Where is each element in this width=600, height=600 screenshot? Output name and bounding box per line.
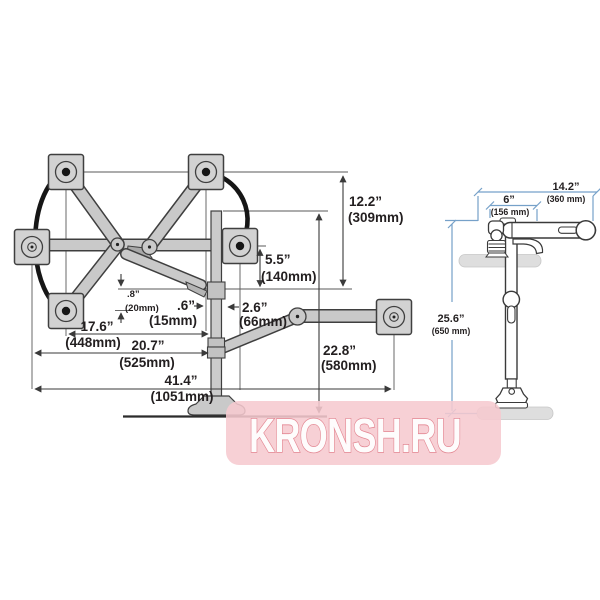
- side-arm: [485, 217, 597, 258]
- forearm-lip: [185, 281, 208, 298]
- dim-small-offset-in: .8”: [127, 289, 140, 300]
- dim-reach-inner-in: 17.6”: [80, 319, 113, 334]
- watermark-background: [226, 401, 501, 465]
- clamp-plate: [494, 401, 529, 409]
- height-adjust-collar: [502, 290, 521, 309]
- pole-collar-mid: [207, 337, 226, 348]
- pole-collar-lower: [206, 346, 226, 359]
- dim-drop-height-in: 5.5”: [265, 252, 291, 267]
- pole-collar-upper: [206, 281, 226, 300]
- dim-lift-height-in: 12.2”: [349, 194, 382, 209]
- dim-reach-mid-in: 20.7”: [131, 338, 164, 353]
- dim-reach-mid-mm: (525mm): [119, 355, 175, 370]
- dim-pole-gap-in: .6”: [177, 298, 195, 313]
- arm-linkages: [33, 165, 385, 355]
- dim-reach-full-mm: (1051mm): [150, 389, 213, 404]
- dim-arm-reach-in: 14.2”: [553, 181, 580, 193]
- dim-pole-width-mm: (66mm): [239, 314, 287, 329]
- dim-pole-height-side-mm: (650 mm): [432, 326, 471, 336]
- arm-end-pivot: [575, 219, 597, 241]
- dim-front-reach-in: 6”: [503, 194, 515, 206]
- dim-arm-reach-mm: (360 mm): [547, 194, 586, 204]
- side-view: 14.2” (360 mm) 6” (156 mm) 25.6” (650 mm…: [432, 181, 600, 420]
- watermark-text: KRONSH.RU: [249, 410, 461, 463]
- dimension-labels-front: 12.2” (309mm) 5.5” (140mm) .8” (20mm) .6…: [65, 194, 403, 404]
- vesa-plates: [13, 153, 413, 336]
- watermark: KRONSH.RU: [226, 401, 501, 465]
- dim-pole-gap-mm: (15mm): [149, 313, 197, 328]
- dim-small-offset-mm: (20mm): [125, 303, 159, 314]
- monitor-bracket-hook: [512, 238, 544, 255]
- dim-lift-height-mm: (309mm): [348, 210, 404, 225]
- dim-pole-height-mm: (580mm): [321, 358, 377, 373]
- dim-front-reach-mm: (156 mm): [491, 207, 530, 217]
- dim-pole-height-in: 22.8”: [323, 343, 356, 358]
- arm-joints: [110, 237, 307, 326]
- dim-pole-width-in: 2.6”: [242, 300, 268, 315]
- dim-pole-height-side-in: 25.6”: [438, 313, 465, 325]
- dim-reach-inner-mm: (448mm): [65, 335, 121, 350]
- dimension-lines-front: [34, 175, 392, 414]
- front-view: 12.2” (309mm) 5.5” (140mm) .8” (20mm) .6…: [13, 153, 413, 418]
- dim-reach-full-in: 41.4”: [164, 373, 197, 388]
- dimension-labels-side: 14.2” (360 mm) 6” (156 mm) 25.6” (650 mm…: [432, 181, 586, 336]
- dim-drop-height-mm: (140mm): [261, 269, 317, 284]
